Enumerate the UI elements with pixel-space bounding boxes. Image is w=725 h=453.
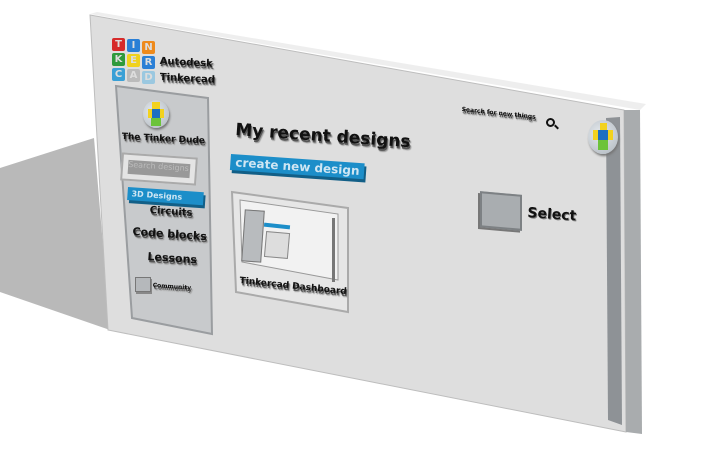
logo-cell: R (142, 56, 155, 69)
sidebar-avatar[interactable] (143, 100, 169, 128)
logo-cell: E (127, 54, 140, 67)
board-right-side (624, 110, 642, 434)
board-shadow (0, 138, 110, 330)
scrollbar-track (606, 117, 622, 425)
sidebar-search-input[interactable]: Search designs (120, 152, 198, 186)
thumbnail-preview (263, 231, 291, 259)
sidebar-search-placeholder: Search designs (127, 159, 191, 179)
thumbnail-scrollbar (332, 218, 335, 282)
logo-cell: I (127, 39, 140, 52)
header-avatar[interactable] (588, 120, 618, 154)
logo-cell: N (142, 41, 155, 54)
select-box[interactable] (480, 191, 522, 231)
magnifier-icon[interactable] (546, 118, 559, 130)
logo-cell: T (112, 38, 125, 51)
tinkercad-logo[interactable]: T I N K E R C A D (110, 38, 160, 88)
sidebar-checkbox[interactable] (135, 277, 151, 292)
select-label[interactable]: Select (526, 205, 577, 225)
thumbnail-sidebar (241, 209, 265, 263)
logo-cell: D (142, 71, 155, 84)
board-top-edge (90, 12, 646, 110)
logo-cell: K (112, 53, 125, 66)
sidebar-panel (114, 84, 214, 336)
logo-cell: C (112, 68, 125, 81)
logo-cell: A (127, 69, 140, 82)
